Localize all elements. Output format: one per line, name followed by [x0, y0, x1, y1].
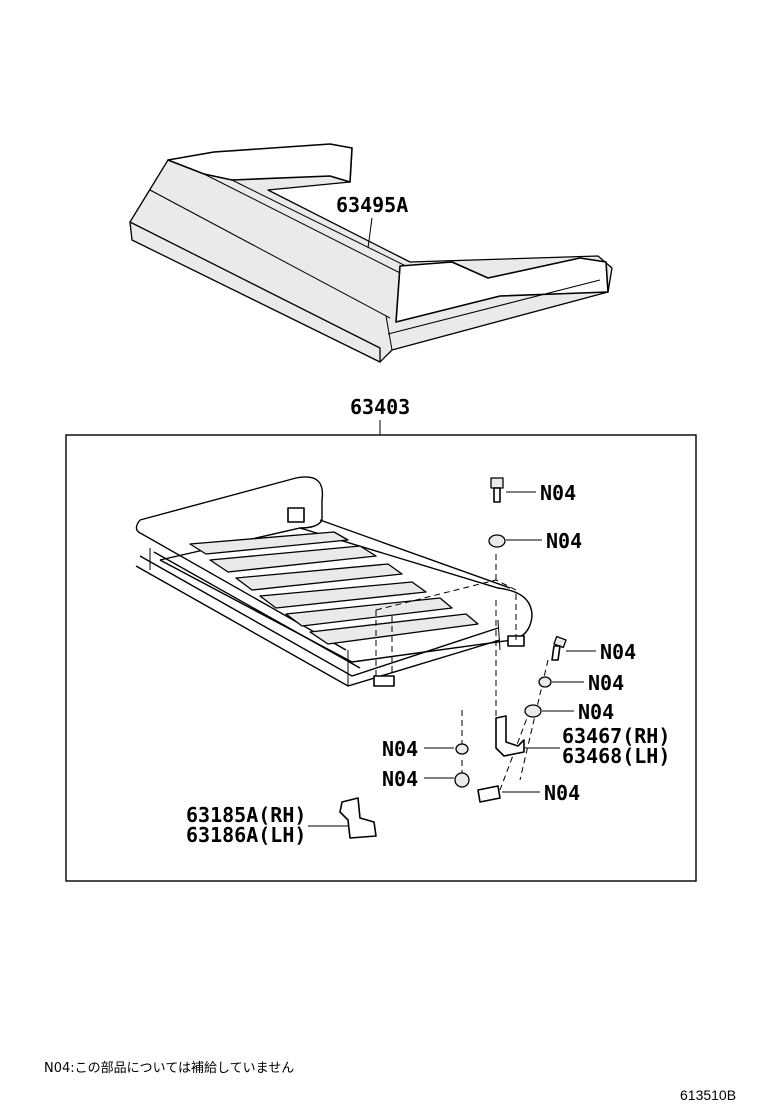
label-63467-rh: 63467(RH) [562, 724, 670, 748]
plate-part [477, 785, 501, 803]
bolt-right [551, 635, 567, 661]
roof-rack [135, 476, 533, 687]
label-n04-spacer: N04 [546, 529, 582, 553]
assembly-frame [65, 434, 697, 882]
label-63185A-rh: 63185A(RH) [186, 803, 306, 827]
roof-rack-cover-part [129, 143, 613, 363]
spacer-top [488, 534, 506, 548]
nut-right [538, 676, 552, 688]
stay-part [339, 797, 377, 839]
label-63186A-lh: 63186A(LH) [186, 823, 306, 847]
washer-right [524, 704, 542, 718]
grommet-left [454, 772, 470, 788]
label-n04-nut-right: N04 [588, 671, 624, 695]
footnote: N04:この部品については補給していません [44, 1061, 294, 1076]
label-n04-washer-right: N04 [578, 700, 614, 724]
nut-left [455, 743, 469, 755]
leader-63495A [367, 217, 373, 249]
label-n04-plate: N04 [544, 781, 580, 805]
label-n04-bolt-right: N04 [600, 640, 636, 664]
label-n04-grommet-left: N04 [382, 767, 418, 791]
label-63403: 63403 [350, 395, 410, 419]
bolt-top [490, 477, 504, 503]
label-63495A: 63495A [336, 193, 408, 217]
bracket-part [495, 715, 525, 757]
label-63468-lh: 63468(LH) [562, 744, 670, 768]
label-n04-nut-left: N04 [382, 737, 418, 761]
label-n04-bolt-top: N04 [540, 481, 576, 505]
diagram-code: 613510B [680, 1087, 736, 1103]
